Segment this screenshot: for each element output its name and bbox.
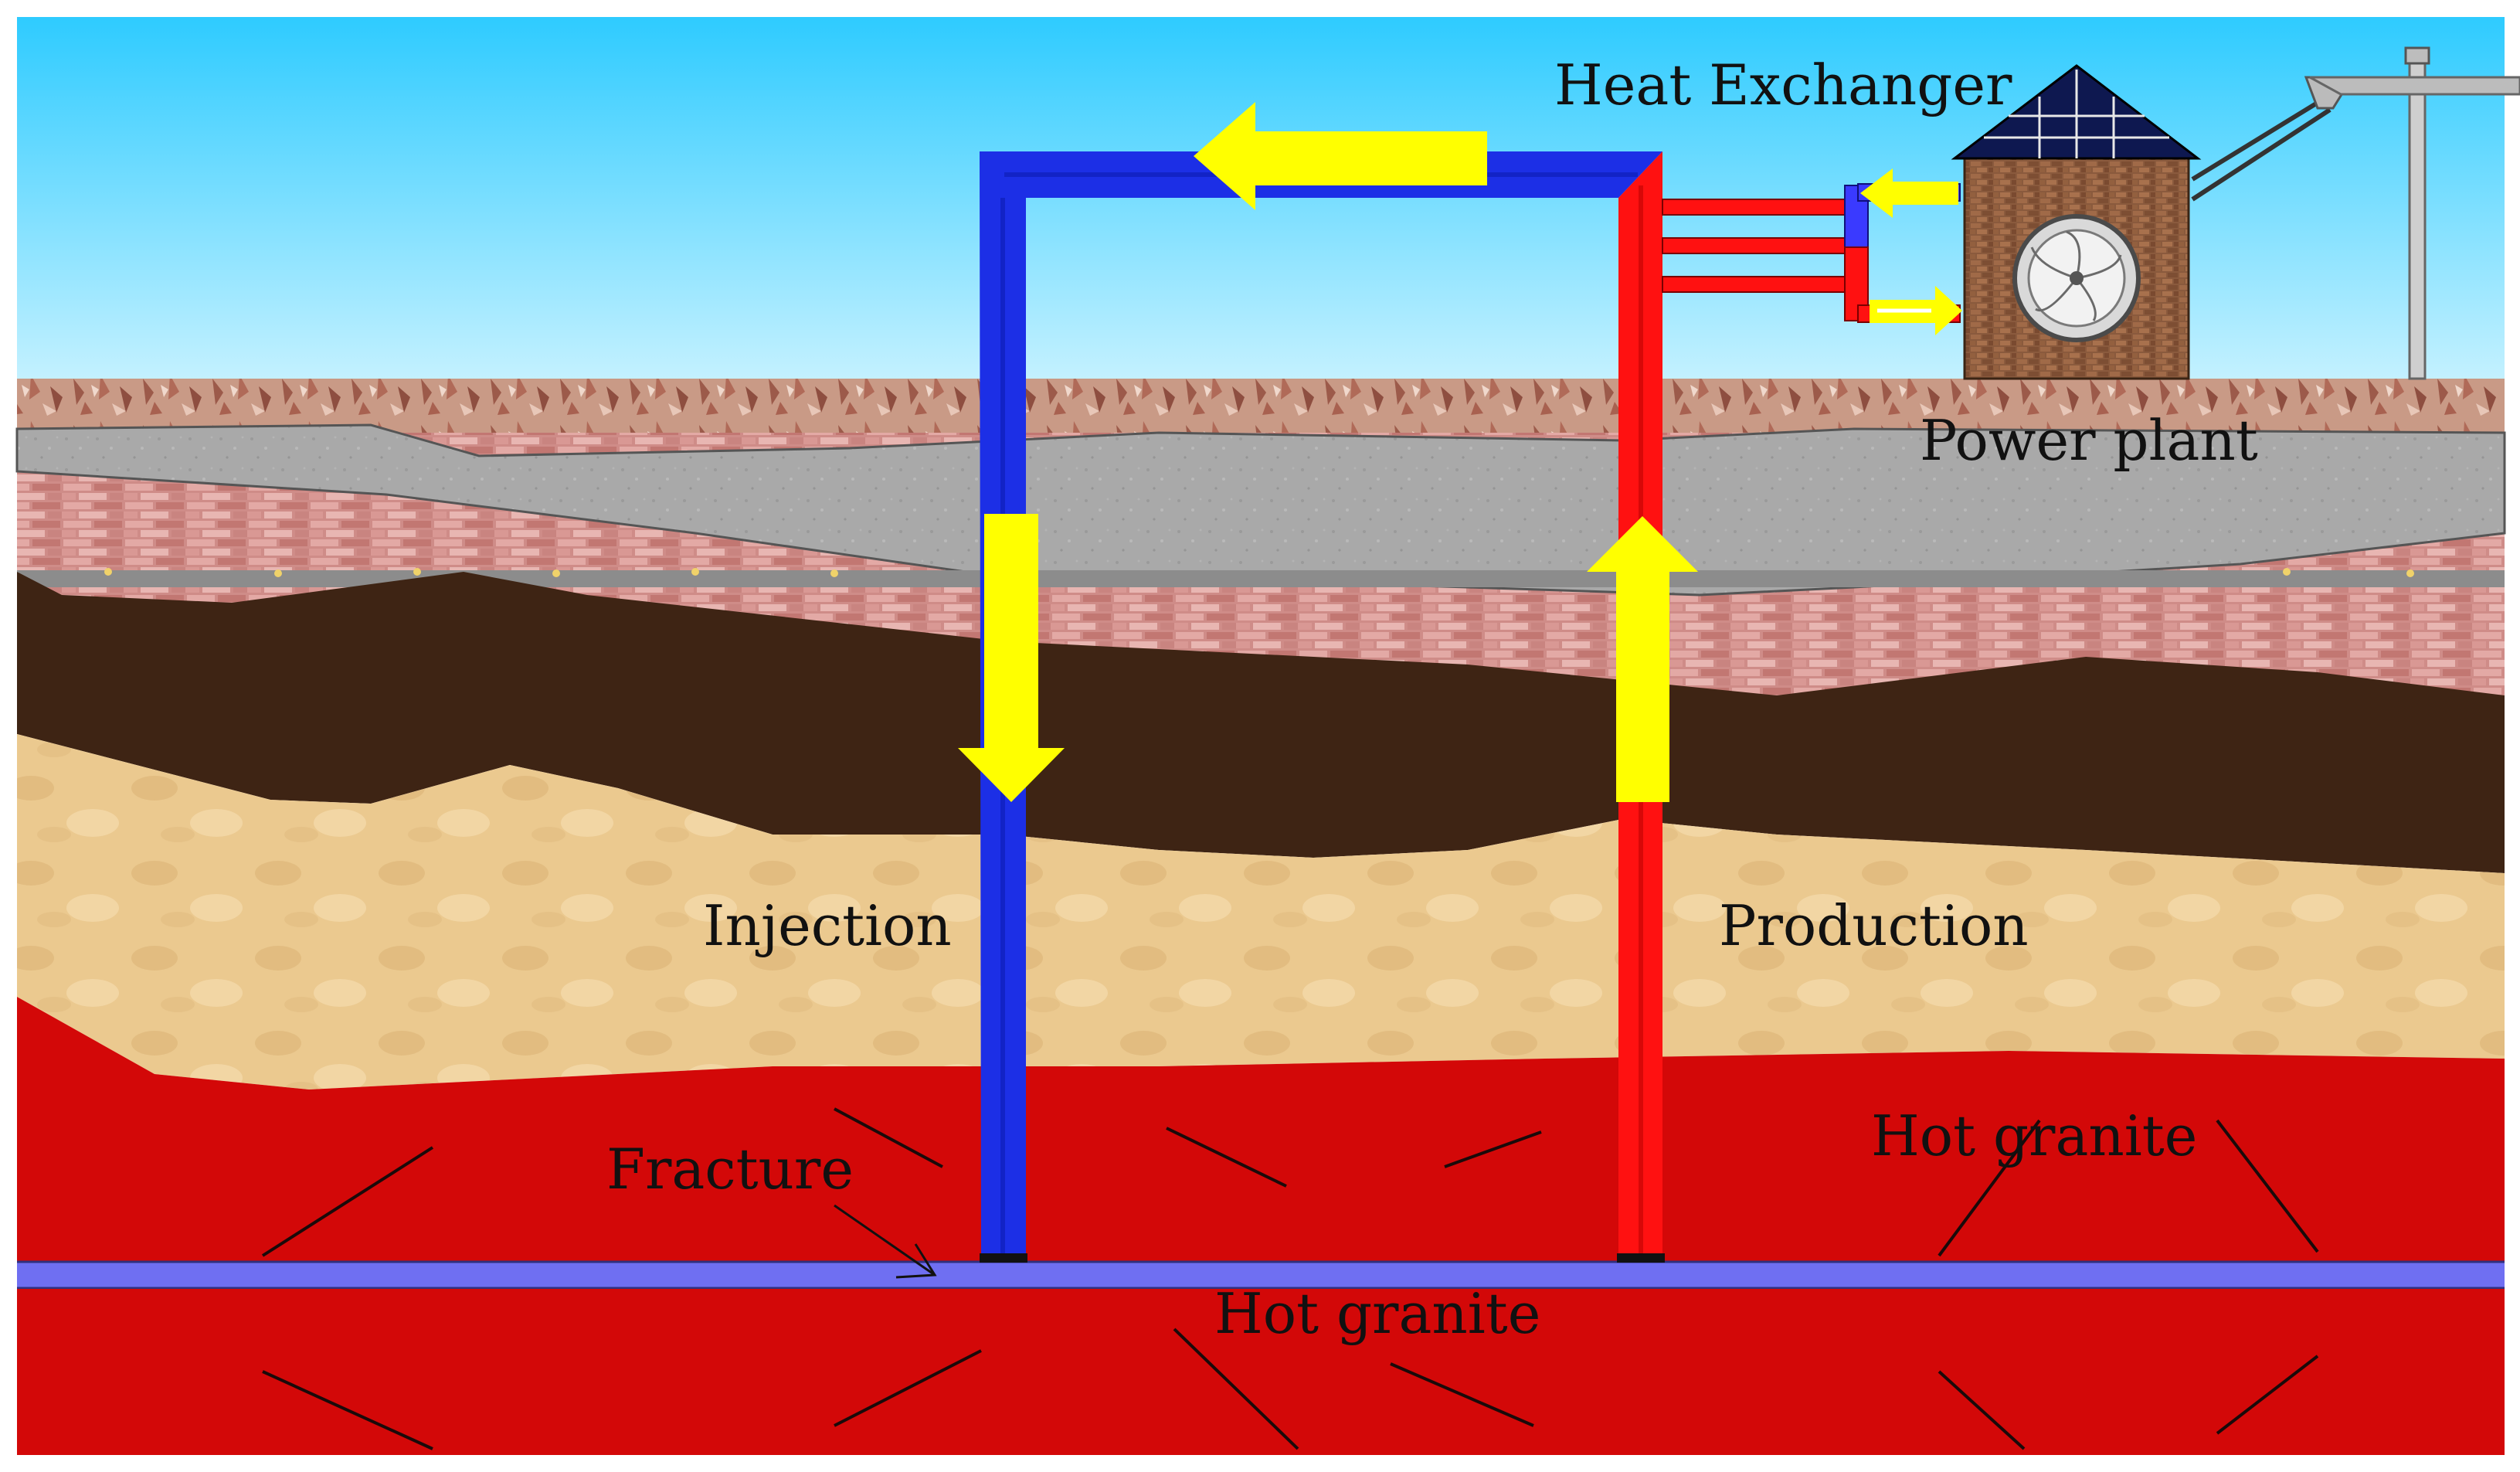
heat-exchanger-label: Heat Exchanger — [1554, 53, 2012, 117]
hot-granite-upper-label: Hot granite — [1871, 1103, 2197, 1168]
dark-soil-layer — [17, 572, 2505, 873]
power-pole-icon — [2191, 46, 2520, 380]
flow-arrow-left-small — [1860, 168, 1958, 218]
production-label: Production — [1719, 893, 2029, 958]
hot-granite-lower-label: Hot granite — [1214, 1281, 1540, 1346]
granite-cracks — [261, 1107, 2319, 1450]
fracture-label: Fracture — [606, 1137, 854, 1202]
sand-layer — [17, 734, 2505, 1090]
power-plant-building — [1951, 64, 2202, 380]
fracture-pointer-arrow — [834, 1204, 937, 1279]
hot-granite-upper — [17, 997, 2505, 1263]
flow-arrow-down — [958, 514, 1065, 802]
power-plant-label: Power plant — [1920, 408, 2258, 473]
arrow-icon — [958, 102, 1962, 802]
gray-seam — [17, 570, 2505, 587]
flow-arrow-up — [1587, 516, 1698, 802]
injection-label: Injection — [703, 893, 952, 958]
hot-granite-lower — [17, 1289, 2505, 1455]
flow-arrow-left-top — [1194, 102, 1487, 210]
turbine-fan-icon — [2012, 214, 2141, 342]
fracture-band — [17, 1261, 2505, 1289]
gray-rock-layer — [15, 423, 2506, 597]
